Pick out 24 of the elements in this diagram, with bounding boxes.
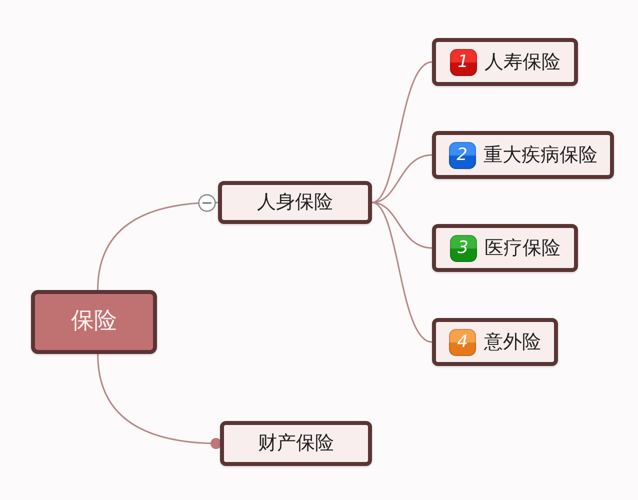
subtopic-box <box>218 181 372 224</box>
central-topic-box <box>31 290 157 354</box>
branch-line <box>97 202 218 290</box>
branch-line <box>372 61 432 204</box>
branch-line <box>372 154 432 204</box>
subtopic-box <box>432 131 614 179</box>
subtopic-box <box>432 224 578 272</box>
priority-marker: 4 <box>449 328 476 356</box>
subtopic-box <box>432 318 558 366</box>
subtopic-box <box>220 421 372 466</box>
branch-line <box>372 202 432 343</box>
topic-label: 意外险 <box>484 330 541 354</box>
subtopic-box <box>432 38 578 86</box>
priority-marker: 2 <box>448 142 476 168</box>
topic-label: 财产保险 <box>258 432 334 455</box>
priority-marker: 3 <box>450 234 476 262</box>
topic-label: 重大疾病保险 <box>484 144 598 166</box>
branch-line <box>97 354 222 449</box>
topic-label: 人身保险 <box>257 191 333 214</box>
priority-marker: 1 <box>450 48 476 76</box>
topic-label: 保险 <box>71 308 117 336</box>
topic-label: 人寿保险 <box>484 50 560 74</box>
branch-line <box>372 202 432 249</box>
topic-label: 医疗保险 <box>484 236 560 260</box>
